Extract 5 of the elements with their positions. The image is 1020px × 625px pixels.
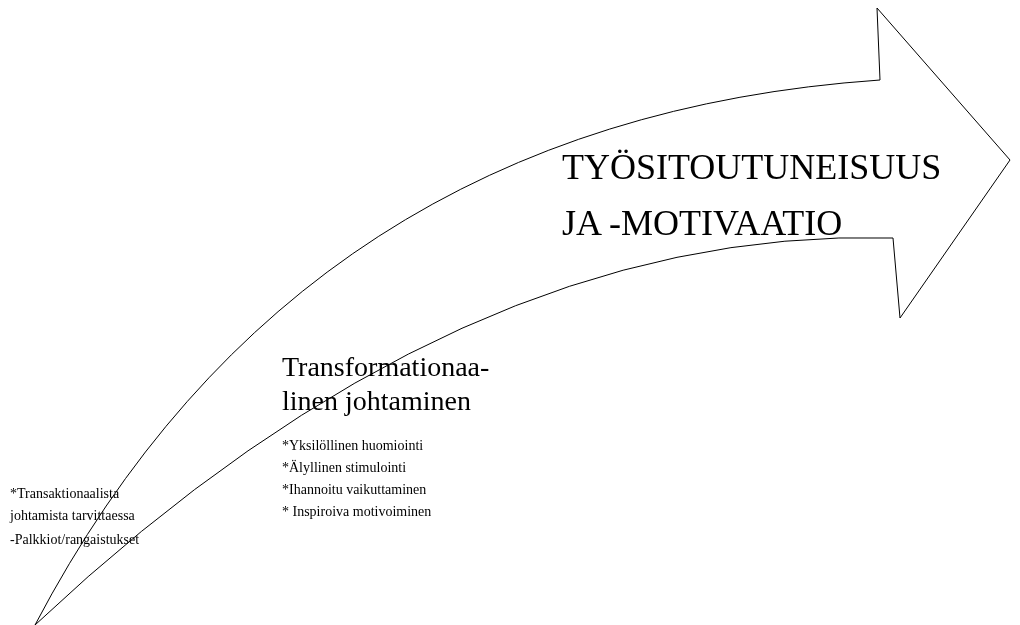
list-item: *Yksilöllinen huomiointi	[282, 437, 425, 455]
list-item: * Inspiroiva motivoiminen	[282, 503, 433, 521]
list-item: *Älyllinen stimulointi	[282, 459, 408, 477]
node-text: TYÖSITOUTUNEISUUS JA -MOTIVAATIO	[562, 146, 943, 245]
list-item: *Ihannoitu vaikuttaminen	[282, 481, 428, 499]
